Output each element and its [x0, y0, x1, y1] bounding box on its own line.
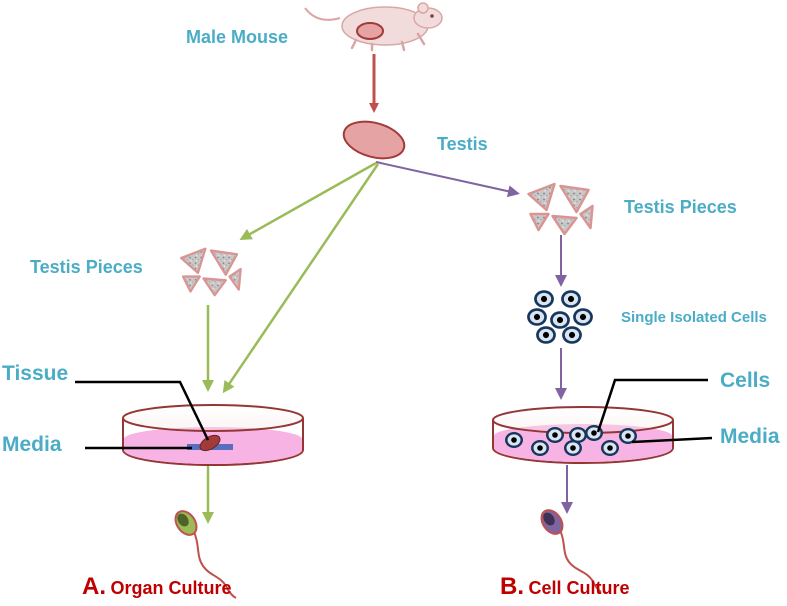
arrow-testis-to-organ-dish	[222, 163, 380, 394]
arrow-testis-to-left-pieces	[239, 161, 377, 240]
label-testis-pieces-right: Testis Pieces	[624, 197, 737, 217]
dish-cell	[601, 440, 619, 456]
label-media-left: Media	[2, 433, 62, 456]
dish-cell	[505, 432, 523, 448]
caption-b-letter: B.	[500, 573, 524, 600]
caption-a-letter: A.	[82, 573, 106, 600]
sperm-icon-organ	[174, 510, 237, 599]
caption-organ-culture: A. Organ Culture	[82, 573, 231, 601]
organ-culture-dish	[122, 404, 304, 466]
media-right-pointer-line	[631, 436, 713, 444]
testis-pieces-left-icon	[179, 247, 242, 297]
mouse-icon	[304, 2, 443, 52]
caption-a-text: Organ Culture	[110, 578, 232, 598]
arrow-testis-to-right-pieces	[375, 161, 520, 198]
dish-cell	[569, 427, 587, 443]
label-testis: Testis	[437, 134, 488, 154]
testis-icon	[342, 120, 406, 160]
label-single-isolated-cells: Single Isolated Cells	[621, 309, 767, 326]
tissue-pointer-line	[75, 380, 210, 441]
cell-culture-dish	[492, 406, 674, 464]
caption-b-text: Cell Culture	[528, 578, 630, 598]
dish-cell	[531, 440, 549, 456]
testis-pieces-right-icon	[527, 182, 594, 236]
isolated-cells-icon	[527, 290, 593, 344]
label-tissue: Tissue	[2, 362, 69, 385]
cells-pointer-line	[596, 378, 708, 433]
label-media-right: Media	[720, 425, 780, 448]
label-testis-pieces-left: Testis Pieces	[30, 257, 143, 277]
sperm-icon-cell	[540, 509, 602, 593]
label-male-mouse: Male Mouse	[186, 27, 289, 47]
caption-cell-culture: B. Cell Culture	[500, 573, 629, 601]
dish-cell	[546, 427, 564, 443]
label-cells: Cells	[720, 369, 771, 392]
